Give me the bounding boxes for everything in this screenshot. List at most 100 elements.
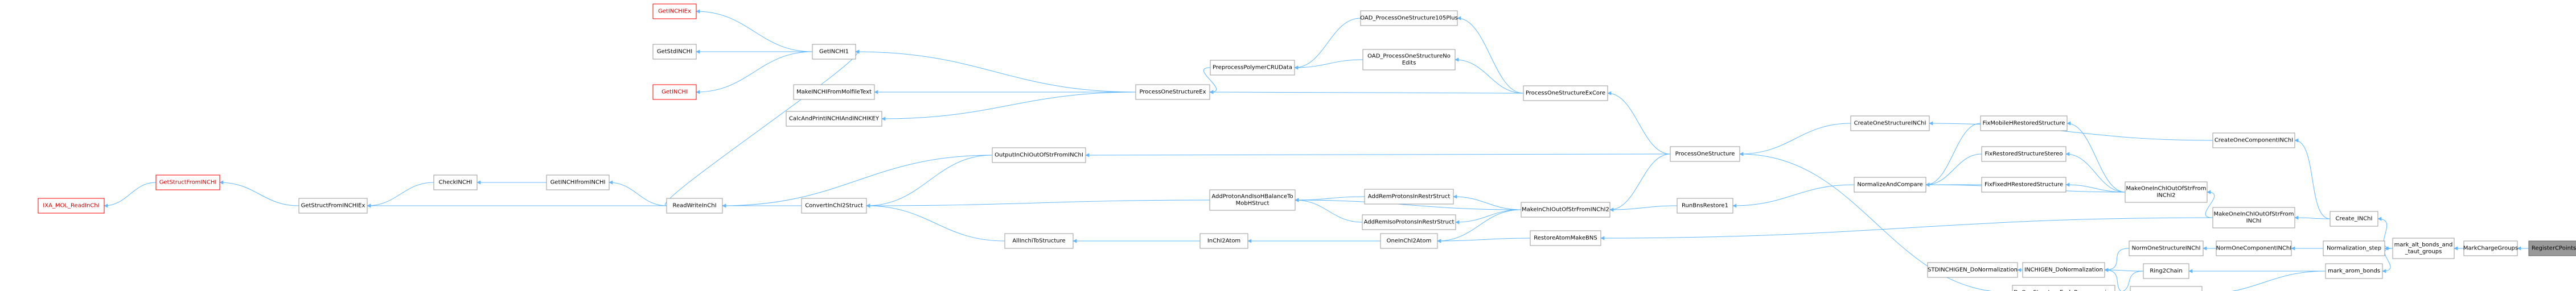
node-box [2212, 132, 2295, 148]
node-box [992, 147, 1086, 163]
node-label: FixMobileHRestoredStructure [1983, 120, 2065, 127]
node-add-rem-protons-in-restr-struct[interactable]: AddRemProtonsInRestrStruct [1364, 189, 1454, 205]
edge-create-one-structure-inch-i-to-process-one-structure [1739, 123, 1851, 156]
node-add-rem-iso-protons-in-restr-struct[interactable]: AddRemIsoProtonsInRestrStruct [1362, 214, 1456, 230]
node-convert-in-ch-i2-struct[interactable]: ConvertInChI2Struct [801, 198, 867, 214]
edge-fix-restored-structure-stereo-to-normalize-and-compare [1925, 153, 1982, 187]
edge-preprocess-polymer-crudata-to-process-one-structure-ex [1203, 67, 1217, 94]
node-one-in-ch-i2-atom[interactable]: OneInChI2Atom [1380, 233, 1438, 249]
node-label: GetINCHI [662, 89, 688, 95]
node-label: AllInchiToStructure [1012, 238, 1065, 244]
node-label: DoOneStructureEarlyPreprocessing [2014, 290, 2114, 291]
node-in-ch-i2-atom[interactable]: InChI2Atom [1199, 233, 1248, 249]
node-box [812, 44, 856, 60]
node-label: GetStructFromINCHIEx [301, 203, 365, 209]
node-normalize-and-compare[interactable]: NormalizeAndCompare [1854, 177, 1926, 193]
node-box [2143, 263, 2189, 279]
node-get-inchiex[interactable]: GetINCHIEx [652, 3, 697, 19]
node-ring2-chain[interactable]: Ring2Chain [2143, 263, 2189, 279]
edge-oad-edit-underivatize-to-inchigen-do-normalization [2104, 268, 2122, 291]
node-process-one-structure-ex[interactable]: ProcessOneStructureEx [1135, 84, 1210, 100]
node-label: InChI2Atom [1207, 238, 1240, 244]
edge-make-in-ch-iout-of-str-from-inch-i2-to-add-rem-iso-protons-in-restr-struct [1455, 209, 1522, 225]
node-mark-arom-bonds[interactable]: mark_arom_bonds [2325, 263, 2383, 279]
node-create-one-component-inch-i[interactable]: CreateOneComponentINChI [2212, 132, 2295, 148]
node-get-struct-from-inchi[interactable]: GetStructFromINCHI [155, 174, 220, 190]
node-preprocess-polymer-crudata[interactable]: PreprocessPolymerCRUData [1210, 60, 1295, 76]
edge-get-struct-from-inchi-to-ixa-mol-read-in-ch-i [104, 182, 157, 208]
node-label: RegisterCPoints [2532, 246, 2576, 252]
edge-make-in-ch-iout-of-str-from-inch-i2-to-add-rem-protons-in-restr-struct [1453, 194, 1522, 210]
node-read-write-in-ch-i[interactable]: ReadWriteInChI [666, 198, 723, 214]
node-label: MakeOneInChIOutOfStrFrom [2214, 211, 2294, 218]
edge-check-inchi-to-get-struct-from-inchiex [367, 182, 434, 208]
node-process-one-structure-ex-core[interactable]: ProcessOneStructureExCore [1523, 85, 1608, 101]
node-label: NormOneStructureINChI [2132, 246, 2201, 252]
node-box [298, 198, 368, 214]
node-fix-mobile-hrestored-structure[interactable]: FixMobileHRestoredStructure [1980, 115, 2068, 131]
node-fix-restored-structure-stereo[interactable]: FixRestoredStructureStereo [1981, 146, 2066, 162]
node-box [666, 198, 723, 214]
node-get-inchifrom-inchi[interactable]: GetINCHIfromINCHI [546, 174, 610, 190]
node-box [1135, 84, 1210, 100]
node-box [2392, 238, 2455, 259]
node-run-bns-restore1[interactable]: RunBnsRestore1 [1677, 198, 1733, 214]
node-box [2463, 240, 2518, 256]
node-check-inchi[interactable]: CheckINCHI [433, 174, 478, 190]
node-box [652, 84, 697, 100]
node-fix-fixed-hrestored-structure[interactable]: FixFixedHRestoredStructure [1981, 177, 2066, 193]
node-normalization-step[interactable]: Normalization_step [2323, 240, 2385, 256]
node-get-std-inchi[interactable]: GetStdINCHI [652, 44, 697, 60]
node-label: OutputInChIOutOfStrFromINChI [995, 152, 1083, 159]
node-label: CreateOneStructureINChI [1854, 120, 1926, 127]
node-do-one-structure-early-preprocessing[interactable]: DoOneStructureEarlyPreprocessing [2012, 285, 2115, 291]
node-make-inchifrom-molfile-text[interactable]: MakeINCHIFromMolfileText [793, 84, 875, 100]
node-label: NormOneComponentINChI [2216, 246, 2291, 252]
node-calc-and-print-inchiand-inchikey[interactable]: CalcAndPrintINCHIAndINCHIKEY [786, 111, 882, 127]
node-create-inch-i[interactable]: Create_INChI [2330, 211, 2378, 227]
node-norm-one-structure-inch-i[interactable]: NormOneStructureINChI [2129, 240, 2204, 256]
node-get-inchi1[interactable]: GetINCHI1 [812, 44, 856, 60]
node-register-cpoints[interactable]: RegisterCPoints [2528, 240, 2576, 256]
node-oad-process-one-structure105-plus[interactable]: OAD_ProcessOneStructure105Plus [1360, 10, 1458, 26]
edge-create-inch-i-to-create-one-component-inch-i [2294, 138, 2331, 219]
edge-output-in-ch-iout-of-str-from-inch-i-to-read-write-in-ch-i [722, 155, 993, 208]
node-box [2012, 285, 2115, 291]
node-norm-one-component-inch-i[interactable]: NormOneComponentINChI [2216, 240, 2292, 256]
edge-read-write-in-ch-i-to-get-inchi1 [664, 49, 860, 206]
node-process-one-structure[interactable]: ProcessOneStructure [1670, 146, 1740, 162]
node-label: CheckINCHI [439, 180, 473, 186]
node-label: FixFixedHRestoredStructure [1985, 182, 2063, 188]
node-output-in-ch-iout-of-str-from-inch-i[interactable]: OutputInChIOutOfStrFromINChI [992, 147, 1086, 163]
node-get-inchi[interactable]: GetINCHI [652, 84, 697, 100]
node-restore-atom-make-bns[interactable]: RestoreAtomMakeBNS [1530, 230, 1601, 246]
node-label: MakeInChIOutOfStrFromINChI2 [1522, 207, 1609, 213]
edge-add-rem-protons-in-restr-struct-to-add-proton-and-iso-hbalance-to-mob-hstruct [1295, 196, 1365, 202]
node-ixa-mol-read-in-ch-i[interactable]: IXA_MOL_ReadInChI [38, 198, 105, 214]
node-get-struct-from-inchiex[interactable]: GetStructFromINCHIEx [298, 198, 368, 214]
edge-all-inchi-to-structure-to-convert-in-ch-i2-struct [866, 203, 1005, 242]
node-oad-edit-underivatize[interactable]: OAD_Edit_Underivatize [2130, 286, 2203, 291]
node-label: MakeOneInChIOutOfStrFrom [2126, 186, 2207, 192]
node-box [1670, 146, 1740, 162]
node-box [2216, 240, 2292, 256]
node-label: OneInChI2Atom [1387, 238, 1432, 244]
node-box [1210, 60, 1295, 76]
edge-norm-one-structure-inch-i-to-inchigen-do-normalization [2104, 248, 2130, 272]
node-inchigen-do-normalization[interactable]: INCHIGEN_DoNormalization [2022, 262, 2105, 278]
nodes-layer: RegisterCPoints MarkChargeGroups mark_alt_… [38, 3, 2576, 291]
node-box [1004, 233, 1074, 249]
node-label: ProcessOneStructure [1675, 151, 1735, 157]
node-label: MakeINCHIFromMolfileText [796, 89, 872, 95]
node-label: STDINCHIGEN_DoNormalization [1928, 267, 2018, 273]
node-create-one-structure-inch-i[interactable]: CreateOneStructureINChI [1850, 115, 1930, 131]
node-mark-alt-bonds[interactable]: mark_alt_bonds_and_taut_groups [2392, 238, 2455, 259]
node-mark-charge-groups[interactable]: MarkChargeGroups [2463, 240, 2518, 256]
node-stdinchigen-do-normalization[interactable]: STDINCHIGEN_DoNormalization [1927, 262, 2018, 278]
node-make-in-ch-iout-of-str-from-inch-i2[interactable]: MakeInChIOutOfStrFromINChI2 [1521, 202, 1610, 218]
node-all-inchi-to-structure[interactable]: AllInchiToStructure [1004, 233, 1074, 249]
